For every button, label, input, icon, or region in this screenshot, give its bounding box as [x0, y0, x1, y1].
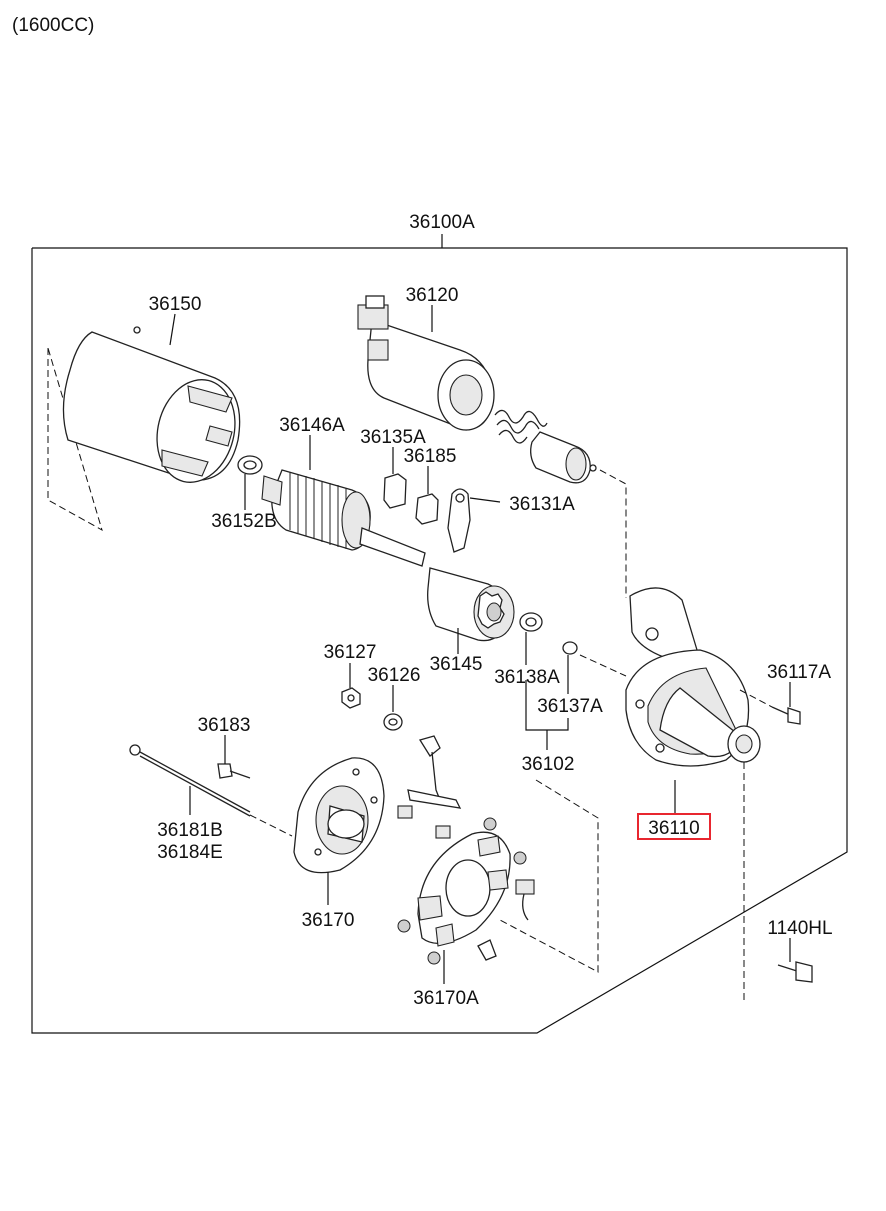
bolt-icon[interactable]: [777, 961, 813, 983]
part-label-36138A[interactable]: 36138A: [494, 667, 560, 688]
brush-spring-icon: [397, 817, 527, 965]
yoke-housing-icon[interactable]: [47, 326, 245, 532]
part-label-36152B[interactable]: 36152B: [211, 511, 277, 532]
highlight-box-36110: [637, 813, 711, 840]
part-label-36120[interactable]: 36120: [406, 285, 459, 306]
overrunning-clutch-icon[interactable]: [427, 567, 515, 642]
part-label-36150[interactable]: 36150: [149, 294, 202, 315]
front-bracket-icon[interactable]: [625, 587, 761, 767]
screw-icon[interactable]: [217, 763, 251, 779]
part-label-36145[interactable]: 36145: [430, 654, 483, 675]
part-label-36183[interactable]: 36183: [198, 715, 251, 736]
part-label-36126[interactable]: 36126: [368, 665, 421, 686]
part-label-36181B[interactable]: 36181B: [157, 820, 223, 841]
nut-icon[interactable]: [341, 687, 361, 709]
assembly-label[interactable]: 36100A: [409, 212, 475, 233]
part-label-36110[interactable]: 36110: [648, 818, 699, 839]
plate-icon[interactable]: [383, 473, 439, 525]
leader-lines: [169, 305, 791, 984]
rear-bracket-icon[interactable]: [293, 757, 385, 874]
part-label-36170[interactable]: 36170: [302, 910, 355, 931]
part-label-36117A[interactable]: 36117A: [767, 662, 831, 683]
assembly-frame: [31, 234, 848, 1034]
part-label-36146A[interactable]: 36146A: [279, 415, 345, 436]
part-label-36184E[interactable]: 36184E: [157, 842, 223, 863]
ring-icon[interactable]: [562, 641, 578, 655]
terminal-lead-icon: [397, 735, 462, 839]
part-label-1140HL[interactable]: 1140HL: [767, 918, 832, 939]
part-label-36185[interactable]: 36185: [404, 446, 457, 467]
spring-icon: [494, 409, 548, 444]
engine-label: (1600CC): [12, 15, 94, 36]
part-label-36127[interactable]: 36127: [324, 642, 377, 663]
part-label-36135A[interactable]: 36135A: [360, 427, 426, 448]
brush-holder-icon[interactable]: [417, 831, 535, 961]
through-bolt-icon[interactable]: [129, 744, 251, 817]
bolt-icon[interactable]: [771, 706, 801, 725]
part-label-36137A[interactable]: 36137A: [537, 696, 603, 717]
washer-icon[interactable]: [519, 612, 543, 632]
part-label-36102[interactable]: 36102: [522, 754, 575, 775]
washer-icon[interactable]: [383, 713, 403, 731]
solenoid-switch-icon[interactable]: [357, 295, 495, 431]
part-label-36170A[interactable]: 36170A: [413, 988, 479, 1009]
part-label-36131A[interactable]: 36131A: [509, 494, 575, 515]
washer-icon[interactable]: [237, 455, 263, 475]
lever-icon[interactable]: [447, 488, 471, 553]
plunger-icon: [530, 431, 627, 598]
armature-icon[interactable]: [261, 469, 426, 567]
